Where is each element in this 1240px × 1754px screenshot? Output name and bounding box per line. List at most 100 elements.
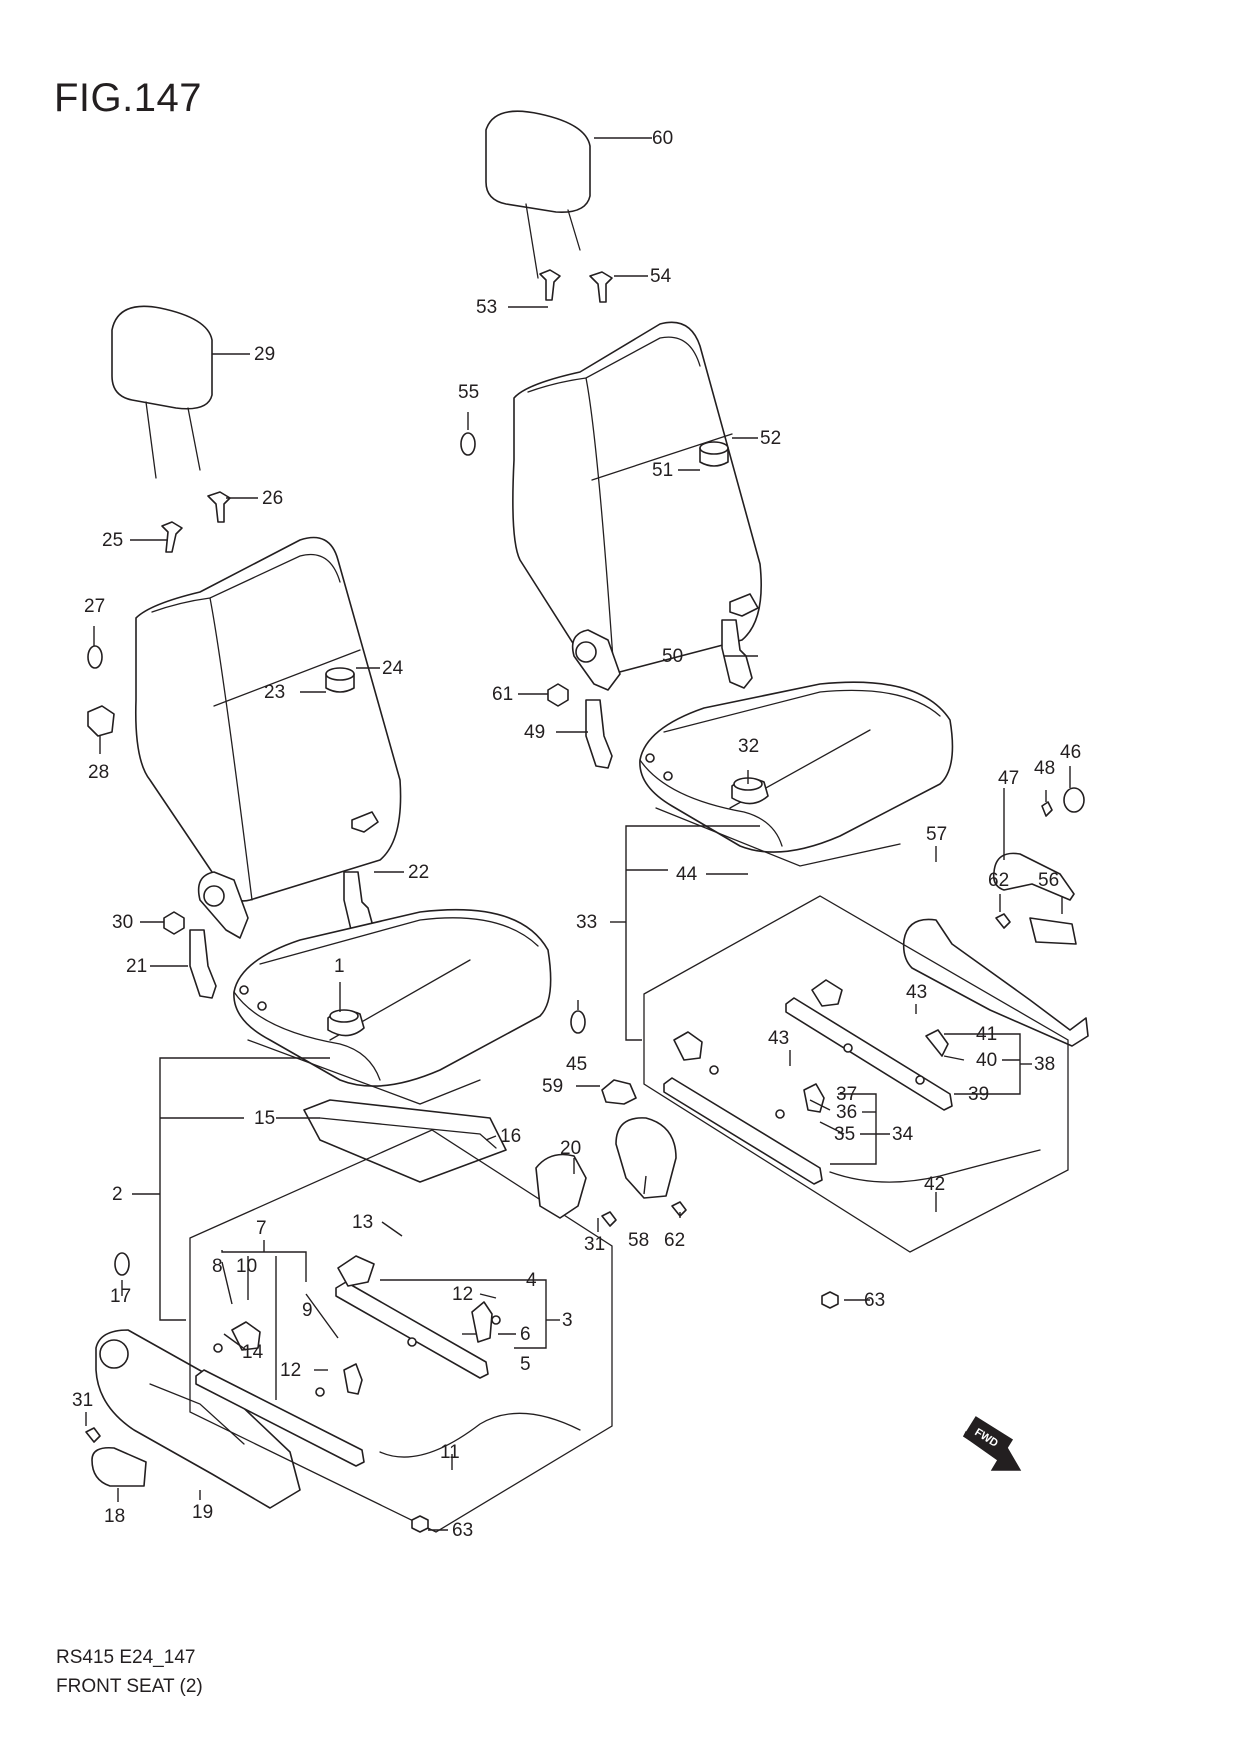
callout-39: 39 [968,1084,989,1105]
screw-62 [995,913,1011,929]
screw-62b [671,1201,687,1217]
callout-55: 55 [458,382,479,403]
callout-52: 52 [760,428,781,449]
callout-49: 49 [524,722,545,743]
callout-23: 23 [264,682,285,703]
left-seat-cushion [233,908,552,1087]
left-rail-frame [189,1129,613,1533]
callout-43a: 43 [906,982,927,1003]
callout-6: 6 [520,1324,531,1345]
callout-24: 24 [382,658,404,679]
callout-5: 5 [520,1354,531,1375]
callout-48: 48 [1034,758,1055,779]
left-bolt-63 [411,1515,429,1533]
lever-47 [992,852,1075,901]
callout-4: 4 [526,1270,537,1291]
callout-51: 51 [652,460,673,481]
callout-31a: 31 [72,1390,93,1411]
figure-code: RS415 E24_147 [56,1647,196,1668]
callout-57: 57 [926,824,947,845]
callout-62a: 62 [988,870,1009,891]
left-screw-31 [85,1427,101,1443]
callout-14: 14 [242,1342,264,1363]
callout-31b: 31 [584,1234,605,1255]
callout-46: 46 [1060,742,1081,763]
right-bolt-61 [547,683,569,707]
cover-58 [615,1117,677,1199]
left-knob-18 [91,1446,147,1487]
right-rail-frame [643,895,1069,1253]
left-clip-28 [87,705,115,737]
callout-22: 22 [408,862,429,883]
callout-9: 9 [302,1300,313,1321]
callout-12b: 12 [452,1284,473,1305]
callout-10: 10 [236,1256,257,1277]
right-headrest [485,110,591,279]
callout-16: 16 [500,1126,521,1147]
forward-arrow-icon: FWD [962,1416,1022,1471]
callout-7: 7 [256,1218,267,1239]
leader-lines [85,137,1071,1531]
callout-35: 35 [834,1124,855,1145]
callout-38: 38 [1034,1054,1055,1075]
callout-12a: 12 [280,1360,301,1381]
right-bracket-50 [721,619,753,689]
callout-42: 42 [924,1174,945,1195]
callout-53: 53 [476,297,497,318]
figure-name: FRONT SEAT (2) [56,1676,203,1697]
left-bracket-21 [189,929,217,999]
right-clip-45 [570,1010,586,1034]
knob-56 [1029,917,1077,945]
callout-50: 50 [662,646,683,667]
right-rails [663,979,1041,1185]
right-bolt-63 [821,1291,839,1309]
callout-13: 13 [352,1212,373,1233]
callout-17: 17 [110,1286,131,1307]
callout-36: 36 [836,1102,857,1123]
callout-58: 58 [628,1230,649,1251]
screw-48 [1041,801,1053,817]
callout-40: 40 [976,1050,997,1071]
callout-56: 56 [1038,870,1059,891]
callout-59: 59 [542,1076,563,1097]
callout-63b: 63 [452,1520,473,1541]
callout-54: 54 [650,266,672,287]
left-seatback [134,536,402,902]
callout-1: 1 [334,956,345,977]
callout-21: 21 [126,956,147,977]
left-bolt-30 [163,911,185,935]
left-rails [195,1255,581,1467]
callout-28: 28 [88,762,109,783]
callout-19: 19 [192,1502,213,1523]
callout-15: 15 [254,1108,275,1129]
washer-46 [1063,787,1085,813]
callout-11: 11 [440,1442,460,1463]
callout-61: 61 [492,684,513,705]
right-headrest-guides [539,269,613,303]
callout-labels: 60 54 53 55 52 51 50 61 49 32 44 33 45 5… [72,128,1081,1541]
bracket-20 [535,1153,587,1219]
right-bracket-49 [585,699,613,769]
callout-33: 33 [576,912,597,933]
callout-25: 25 [102,530,123,551]
left-recliner-hinge [197,811,379,939]
left-headrest [111,305,213,479]
right-side-cover-57 [902,918,1089,1047]
callout-32: 32 [738,736,759,757]
callout-8: 8 [212,1256,223,1277]
right-seat-pan [655,807,901,867]
left-clip-27 [87,645,103,669]
right-seatback [512,321,762,676]
callout-43b: 43 [768,1028,789,1049]
callout-41: 41 [976,1024,997,1045]
callout-37: 37 [836,1084,857,1105]
callout-63a: 63 [864,1290,885,1311]
figure-title: FIG.147 [54,76,203,120]
callout-34: 34 [892,1124,914,1145]
left-seat-pan [247,1039,507,1183]
callout-44: 44 [676,864,698,885]
callout-27: 27 [84,596,105,617]
callout-30: 30 [112,912,133,933]
callout-18: 18 [104,1506,125,1527]
